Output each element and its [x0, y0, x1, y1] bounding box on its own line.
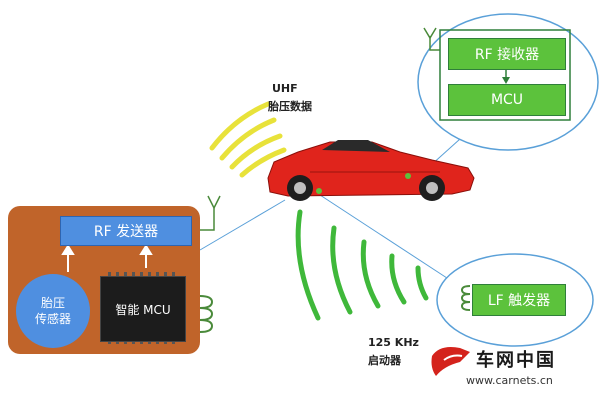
- chip-pins: [108, 272, 175, 344]
- rf-receiver-box: RF 接收器: [448, 38, 566, 70]
- module-coil-icon: [199, 295, 214, 333]
- lf-trigger-box: LF 触发器: [472, 284, 566, 316]
- rf-receiver-label: RF 接收器: [474, 47, 540, 63]
- uhf-band-label: UHF: [272, 82, 298, 95]
- rf-transmitter-label: RF 发送器: [93, 224, 159, 240]
- receiver-mcu-box: MCU: [448, 84, 566, 116]
- car-icon: [267, 140, 475, 201]
- lf-band-label: 125 KHz: [368, 336, 419, 349]
- lf-payload-label: 启动器: [368, 354, 401, 367]
- rf-transmitter-box: RF 发送器: [60, 216, 192, 246]
- lf-wave-icon: [295, 209, 429, 321]
- receiver-mcu-label: MCU: [490, 92, 524, 108]
- watermark-logo-icon: [431, 347, 470, 376]
- lf-trigger-label: LF 触发器: [487, 293, 551, 309]
- module-antenna-icon: [200, 195, 221, 231]
- mcu-chip-label: 智能 MCU: [115, 302, 171, 317]
- lf-coil-icon: [460, 285, 471, 311]
- receiver-antenna-icon: [423, 27, 440, 51]
- connector-line-module: [199, 199, 286, 251]
- uhf-payload-label: 胎压数据: [268, 100, 312, 113]
- pressure-sensor: 胎压 传感器: [16, 274, 90, 348]
- watermark-url: www.carnets.cn: [466, 374, 553, 387]
- watermark-brand: 车网中国: [476, 350, 556, 371]
- receiver-bubble: [417, 13, 599, 151]
- mcu-chip: 智能 MCU: [100, 276, 186, 342]
- connector-line-lf: [319, 194, 451, 281]
- uhf-wave-icon: [209, 101, 287, 178]
- module-arrows: [61, 244, 153, 272]
- receiver-frame: [439, 29, 571, 121]
- pressure-sensor-label: 胎压 传感器: [34, 296, 71, 326]
